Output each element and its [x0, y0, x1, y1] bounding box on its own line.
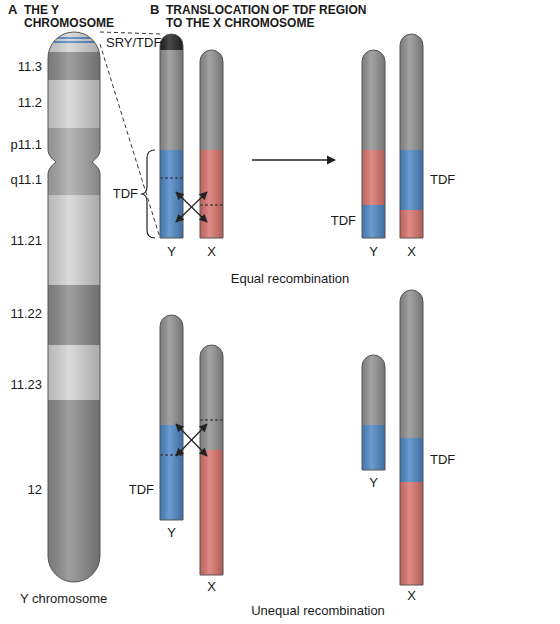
band-label: 11.21 [10, 234, 42, 249]
band-label: 11.23 [10, 378, 42, 393]
chromosome-name: X [407, 589, 416, 604]
chromosome-name: X [207, 245, 216, 260]
chromosome [198, 0, 225, 624]
band-label: p11.1 [10, 138, 42, 153]
caption-label: Equal recombination [231, 272, 350, 287]
chromosome [158, 0, 185, 624]
crossover-arrow [176, 424, 207, 456]
region-label: TDF [113, 187, 138, 202]
region-label: TDF [430, 453, 455, 468]
chromosome [198, 0, 225, 624]
chromosome [46, 0, 102, 624]
chromosome-name: X [207, 580, 216, 595]
chromosome-name: Y [369, 476, 378, 491]
region-label: TDF [430, 173, 455, 188]
crossover-arrow [176, 192, 207, 222]
panel-title: THE Y CHROMOSOME [24, 4, 134, 30]
band-label: 11.22 [10, 307, 42, 322]
panel-letter: A [8, 3, 17, 17]
region-label: TDF [331, 214, 356, 229]
chromosome-name: X [407, 245, 416, 260]
chromosome [398, 0, 425, 624]
panel-title: TRANSLOCATION OF TDF REGION TO THE X CHR… [166, 4, 381, 30]
band-label: 12 [28, 483, 42, 498]
caption-label: Unequal recombination [251, 604, 385, 619]
band-label: q11.1 [10, 173, 42, 188]
result-arrow [252, 159, 335, 160]
zoom-line [100, 44, 160, 238]
chromosome [360, 0, 387, 624]
chromosome [398, 0, 425, 624]
chromosome-name: Y [167, 526, 176, 541]
chromosome [360, 0, 387, 624]
panel-letter: B [150, 3, 159, 17]
zoom-line [100, 32, 160, 34]
chromosome-name: Y chromosome [20, 592, 107, 607]
band-label: 11.2 [18, 96, 42, 111]
chromosome [158, 0, 185, 624]
region-label: TDF [129, 483, 154, 498]
chromosome-name: Y [369, 245, 378, 260]
crossover-arrow [176, 192, 207, 222]
crossover-arrow [176, 424, 207, 456]
brace [141, 150, 155, 238]
band-label: 11.3 [18, 60, 42, 75]
gene-label: SRY/TDF [106, 36, 161, 51]
chromosome-name: Y [167, 245, 176, 260]
